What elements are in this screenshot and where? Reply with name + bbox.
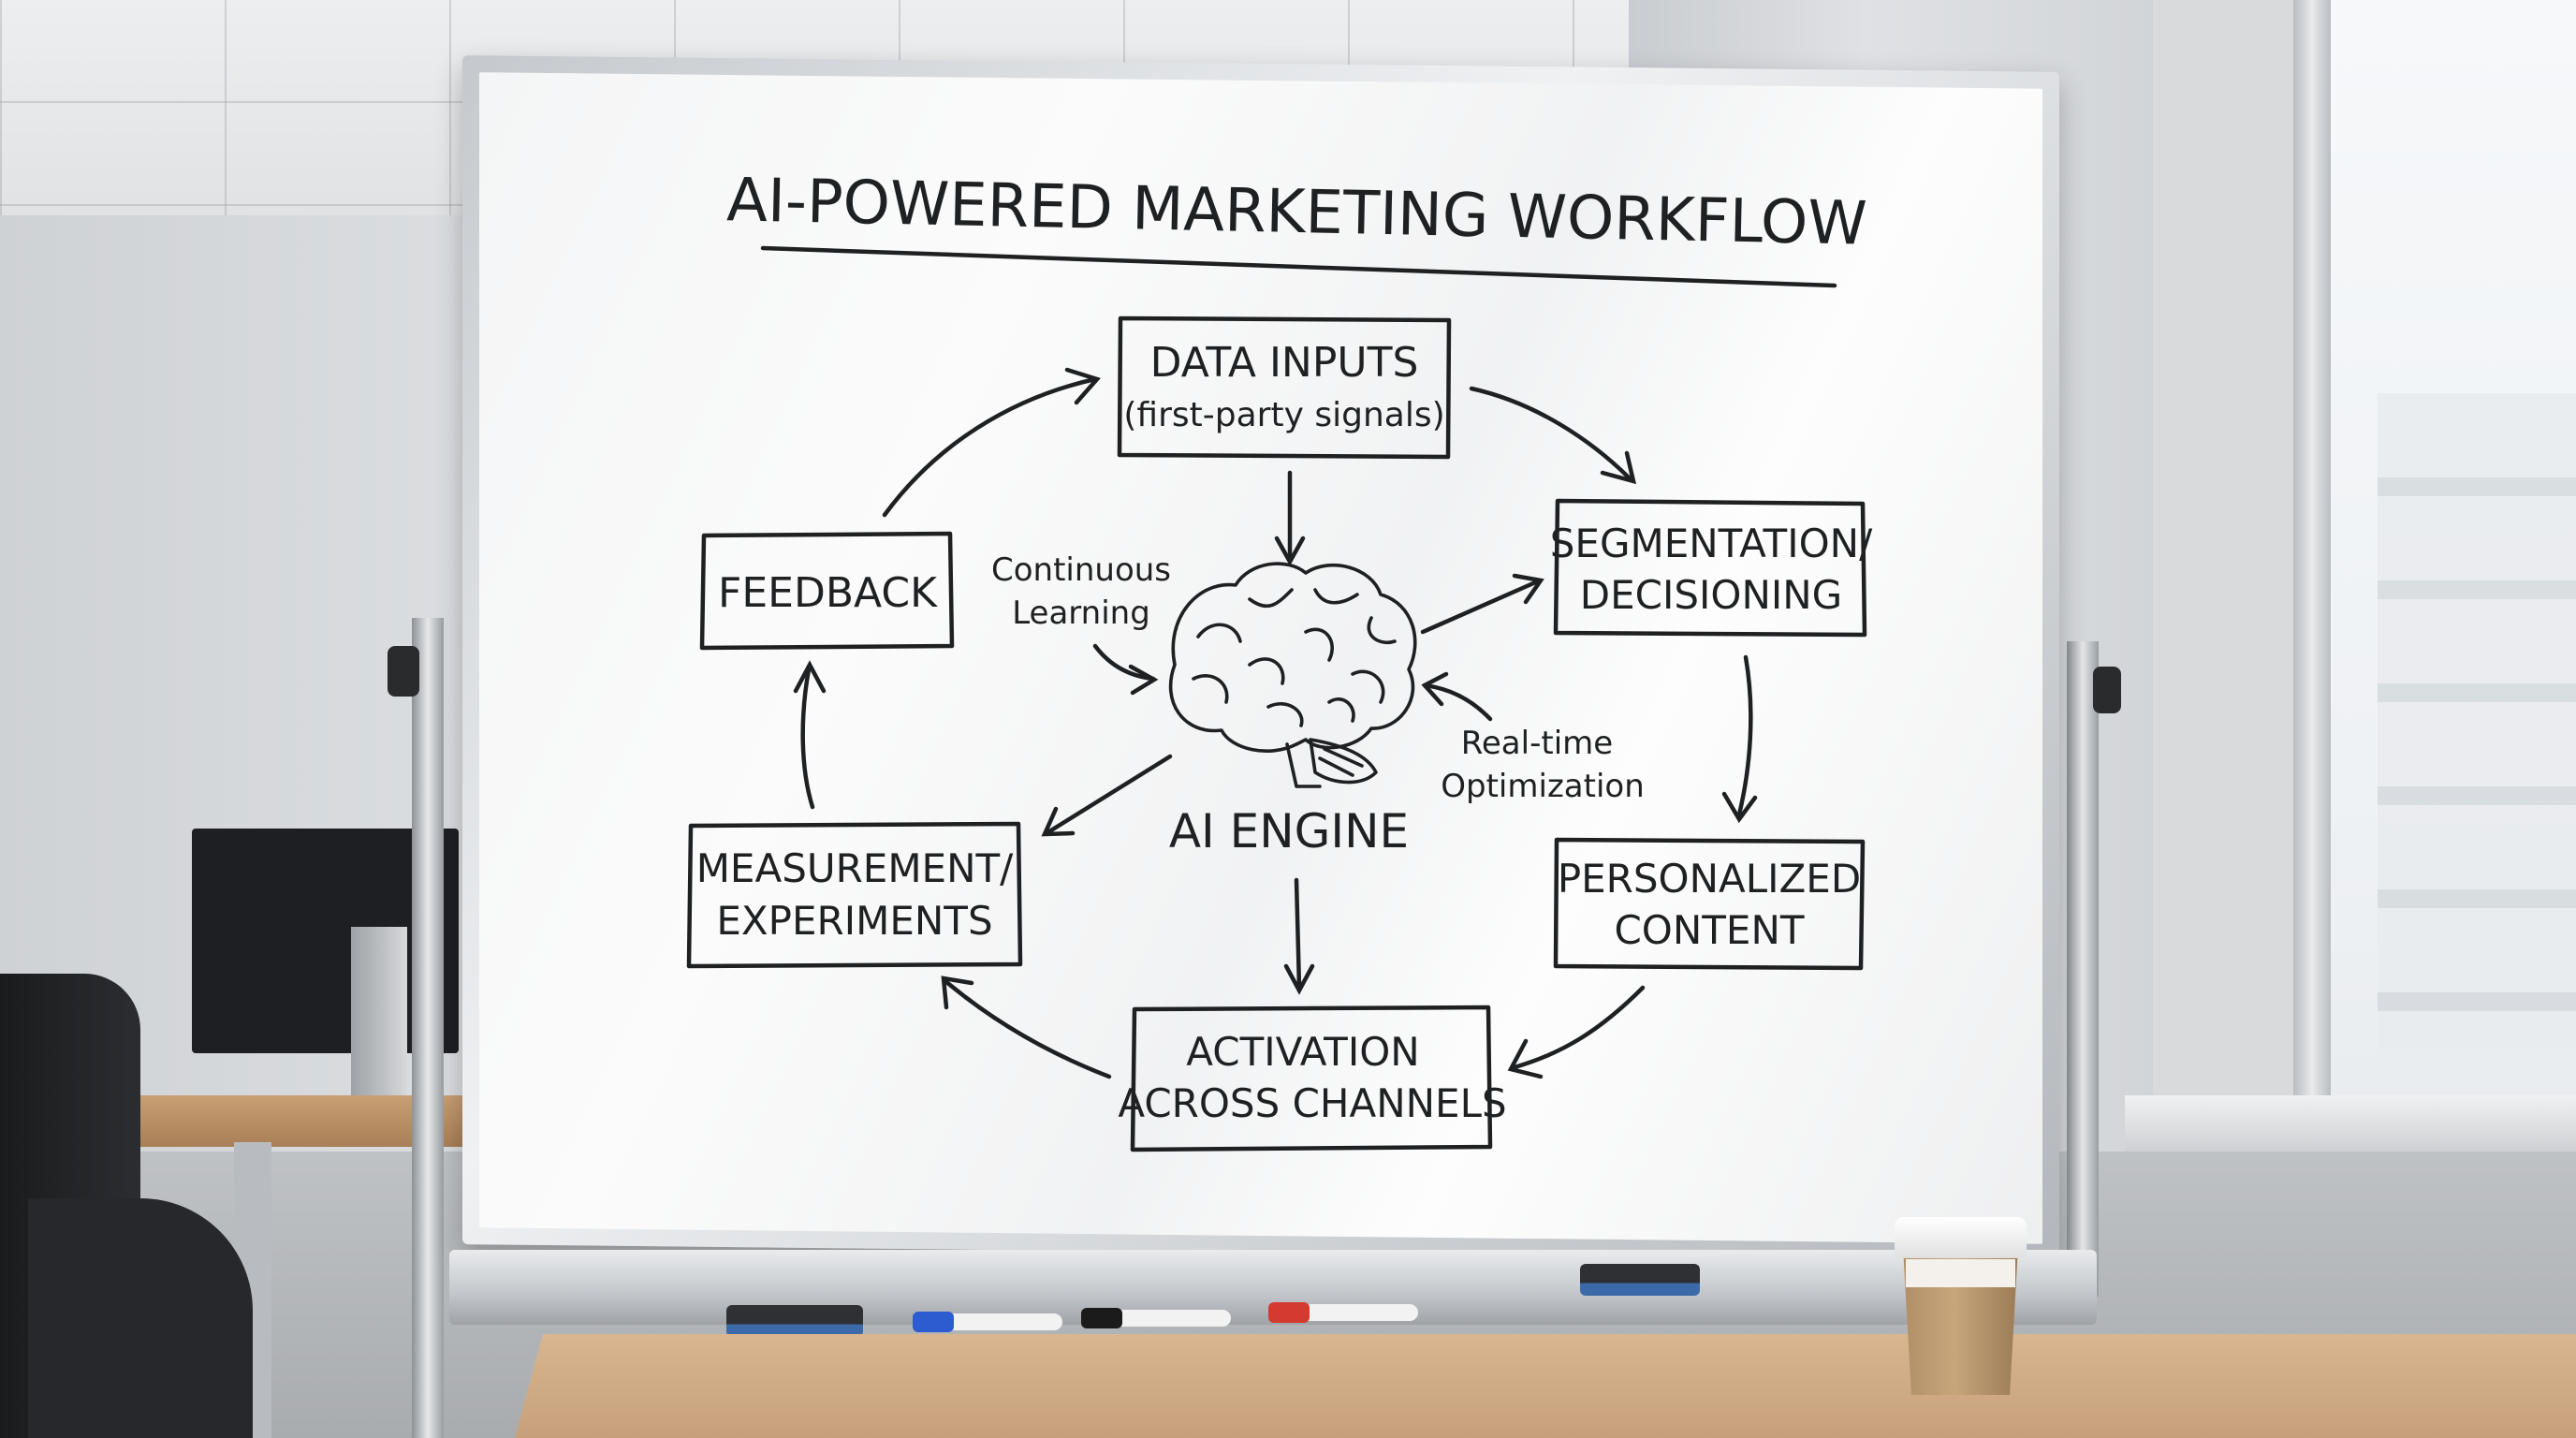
coffee-cup-sleeve <box>1906 1259 2015 1287</box>
node-personalized-line1: PERSONALIZED <box>1558 856 1861 902</box>
annotation-realtime-line1: Real-time <box>1461 725 1613 762</box>
node-segmentation: SEGMENTATION/ DECISIONING <box>1550 501 1873 635</box>
annotation-continuous-line1: Continuous <box>991 551 1171 589</box>
node-data-inputs-title: DATA INPUTS <box>1150 339 1419 387</box>
node-personalized-line2: CONTENT <box>1614 907 1804 953</box>
node-activation: ACTIVATION ACROSS CHANNELS <box>1118 1007 1506 1150</box>
workflow-arrows <box>796 370 1755 1077</box>
node-measurement: MEASUREMENT/ EXPERIMENTS <box>689 824 1020 966</box>
node-data-inputs: DATA INPUTS (first-party signals) <box>1120 318 1449 457</box>
coffee-cup-lid <box>1895 1217 2027 1258</box>
node-feedback-label: FEEDBACK <box>718 569 938 617</box>
blue-marker[interactable] <box>913 1313 1062 1330</box>
node-activation-line2: ACROSS CHANNELS <box>1118 1080 1506 1126</box>
brain-icon <box>1171 564 1415 786</box>
board-title: AI-POWERED MARKETING WORKFLOW <box>726 166 1868 259</box>
front-desk <box>515 1334 2576 1438</box>
node-segmentation-line1: SEGMENTATION/ <box>1550 521 1873 566</box>
node-activation-line1: ACTIVATION <box>1186 1029 1419 1075</box>
whiteboard-eraser[interactable] <box>726 1305 863 1337</box>
red-marker[interactable] <box>1268 1304 1418 1321</box>
node-data-inputs-subtitle: (first-party signals) <box>1123 396 1444 434</box>
node-personalized: PERSONALIZED CONTENT <box>1556 840 1863 968</box>
black-marker[interactable] <box>1081 1310 1231 1327</box>
annotation-continuous-line2: Learning <box>1012 594 1150 632</box>
whiteboard-eraser-2[interactable] <box>1580 1264 1700 1296</box>
annotation-realtime-line2: Optimization <box>1441 768 1645 805</box>
node-feedback: FEEDBACK <box>702 534 952 648</box>
node-measurement-line1: MEASUREMENT/ <box>696 845 1014 891</box>
ai-engine-label: AI ENGINE <box>1169 804 1409 858</box>
node-segmentation-line2: DECISIONING <box>1580 572 1842 618</box>
node-measurement-line2: EXPERIMENTS <box>716 898 992 944</box>
